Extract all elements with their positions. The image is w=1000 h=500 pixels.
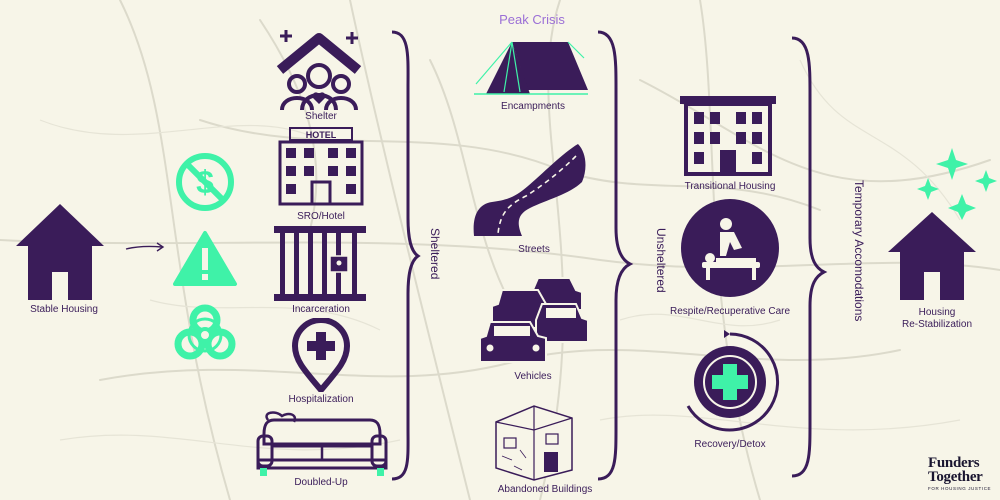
road-icon (473, 144, 586, 236)
temporary-group-label: Temporary Accomodations (852, 180, 866, 322)
sheltered-brace (391, 30, 421, 481)
house-icon (16, 204, 104, 300)
abandoned-buildings-label: Abandoned Buildings (497, 484, 593, 495)
biohazard-icon (174, 304, 236, 360)
vehicles-label: Vehicles (514, 371, 552, 382)
building-icon (680, 96, 776, 176)
transitional-housing-label: Transitional Housing (684, 181, 776, 192)
respite-care-label: Respite/Recuperative Care (669, 306, 791, 317)
abandoned-building-icon (495, 405, 573, 481)
shelter-icon (276, 30, 362, 111)
brand-line1: Funders (928, 455, 980, 471)
cars-icon (479, 277, 589, 363)
brand-tagline: FOR HOUSING JUSTICE (928, 486, 992, 491)
peak-crisis-label: Peak Crisis (499, 12, 565, 27)
tent-icon (474, 41, 588, 95)
temporary-brace (791, 36, 828, 478)
housing-label-line1: Housing (918, 307, 956, 318)
encampments-label: Encampments (501, 101, 565, 112)
sparkles-icon (917, 148, 997, 220)
brand-line2: Together (928, 469, 983, 485)
sheltered-group-label: Sheltered (428, 228, 442, 280)
arrow-icon (125, 242, 165, 252)
housing-label-line2: Re-Stabilization (901, 319, 973, 330)
unsheltered-group-label: Unsheltered (654, 228, 668, 293)
medical-cross-cycle-icon (686, 330, 780, 432)
recovery-detox-label: Recovery/Detox (694, 439, 766, 450)
stable-housing-label: Stable Housing (30, 304, 98, 315)
massage-care-icon (681, 199, 779, 297)
streets-label: Streets (518, 244, 550, 255)
sro-hotel-label: SRO/Hotel (297, 211, 345, 222)
house-restabilization-icon (888, 212, 976, 300)
brand-logo: Funders Together FOR HOUSING JUSTICE (928, 455, 992, 492)
hospital-pin-icon (291, 318, 351, 392)
hotel-icon: HOTEL (278, 127, 364, 206)
unsheltered-brace (597, 30, 634, 481)
warning-icon (173, 231, 237, 286)
jail-bars-icon (274, 226, 366, 301)
couch-icon (256, 411, 388, 476)
doubled-up-label: Doubled-Up (294, 477, 348, 488)
hospitalization-label: Hospitalization (288, 394, 354, 405)
svg-text:$: $ (196, 164, 214, 200)
hotel-sign: HOTEL (306, 130, 337, 140)
housing-restabilization-label: Housing Re-Stabilization (902, 307, 972, 331)
shelter-label: Shelter (305, 111, 337, 122)
no-money-icon: $ (176, 153, 234, 211)
incarceration-label: Incarceration (292, 304, 350, 315)
